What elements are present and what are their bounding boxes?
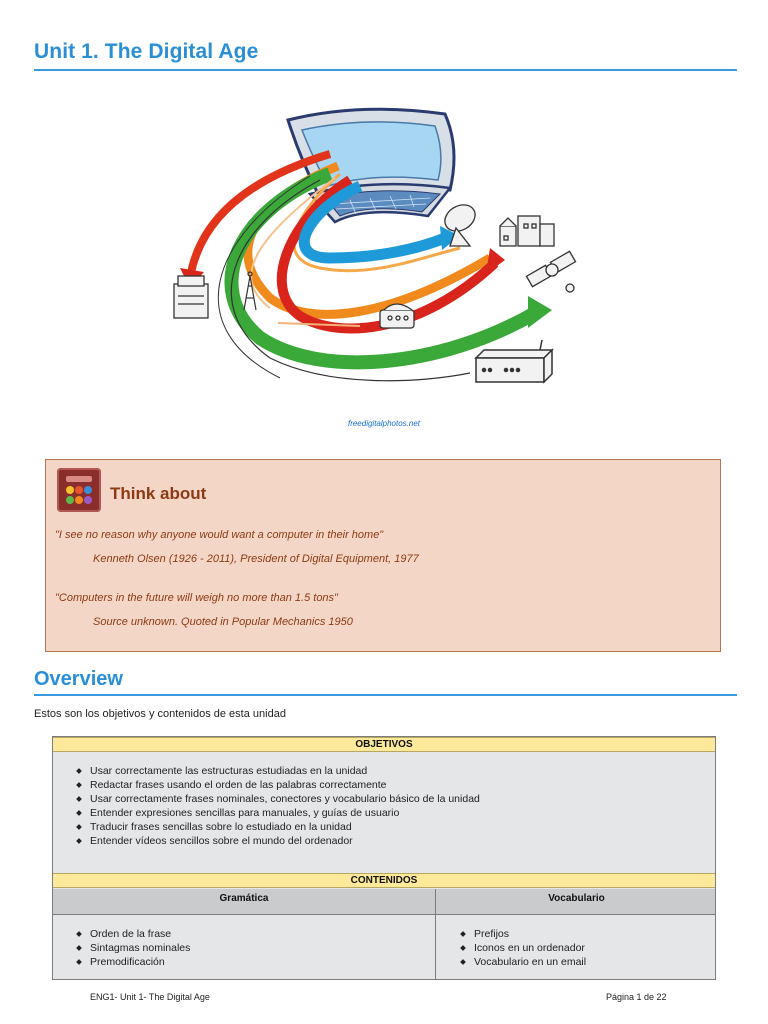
objetivo-item: Usar correctamente las estructuras estud…: [73, 764, 480, 778]
objetivo-item: Traducir frases sencillas sobre lo estud…: [73, 820, 480, 834]
objetivo-item: Usar correctamente frases nominales, con…: [73, 792, 480, 806]
attribution-1: Kenneth Olsen (1926 - 2011), President o…: [93, 553, 419, 565]
overview-intro: Estos son los objetivos y contenidos de …: [34, 708, 286, 720]
image-credit[interactable]: freedigitalphotos.net: [347, 419, 421, 428]
objetivo-item: Entender expresiones sencillas para manu…: [73, 806, 480, 820]
objetivos-list: Usar correctamente las estructuras estud…: [73, 764, 480, 848]
objetivos-header: OBJETIVOS: [53, 737, 715, 752]
think-about-box: Think about "I see no reason why anyone …: [45, 459, 721, 652]
vocabulario-item: Iconos en un ordenador: [457, 941, 586, 955]
digital-age-illustration: [173, 107, 577, 384]
app-grid-icon: [57, 468, 101, 512]
objetivo-item: Entender vídeos sencillos sobre el mundo…: [73, 834, 480, 848]
gramatica-item: Orden de la frase: [73, 927, 190, 941]
vocabulario-item: Vocabulario en un email: [457, 955, 586, 969]
title-divider: [34, 69, 737, 71]
footer-page-number: Página 1 de 22: [606, 992, 667, 1002]
think-about-heading: Think about: [110, 484, 207, 503]
contenidos-header: CONTENIDOS: [53, 873, 715, 888]
gramatica-item: Premodificación: [73, 955, 190, 969]
overview-heading: Overview: [34, 668, 123, 690]
gramatica-header: Gramática: [53, 889, 435, 915]
vocabulario-item: Prefijos: [457, 927, 586, 941]
column-divider: [435, 889, 436, 979]
vocabulario-header: Vocabulario: [436, 889, 715, 915]
page-title: Unit 1. The Digital Age: [34, 40, 259, 63]
attribution-2: Source unknown. Quoted in Popular Mechan…: [93, 616, 353, 628]
quote-2: "Computers in the future will weigh no m…: [55, 592, 338, 604]
quote-1: "I see no reason why anyone would want a…: [55, 529, 384, 541]
objectives-table: OBJETIVOS Usar correctamente las estruct…: [52, 736, 716, 980]
footer-left: ENG1- Unit 1- The Digital Age: [90, 992, 210, 1002]
overview-divider: [34, 694, 737, 696]
gramatica-item: Sintagmas nominales: [73, 941, 190, 955]
objetivo-item: Redactar frases usando el orden de las p…: [73, 778, 480, 792]
